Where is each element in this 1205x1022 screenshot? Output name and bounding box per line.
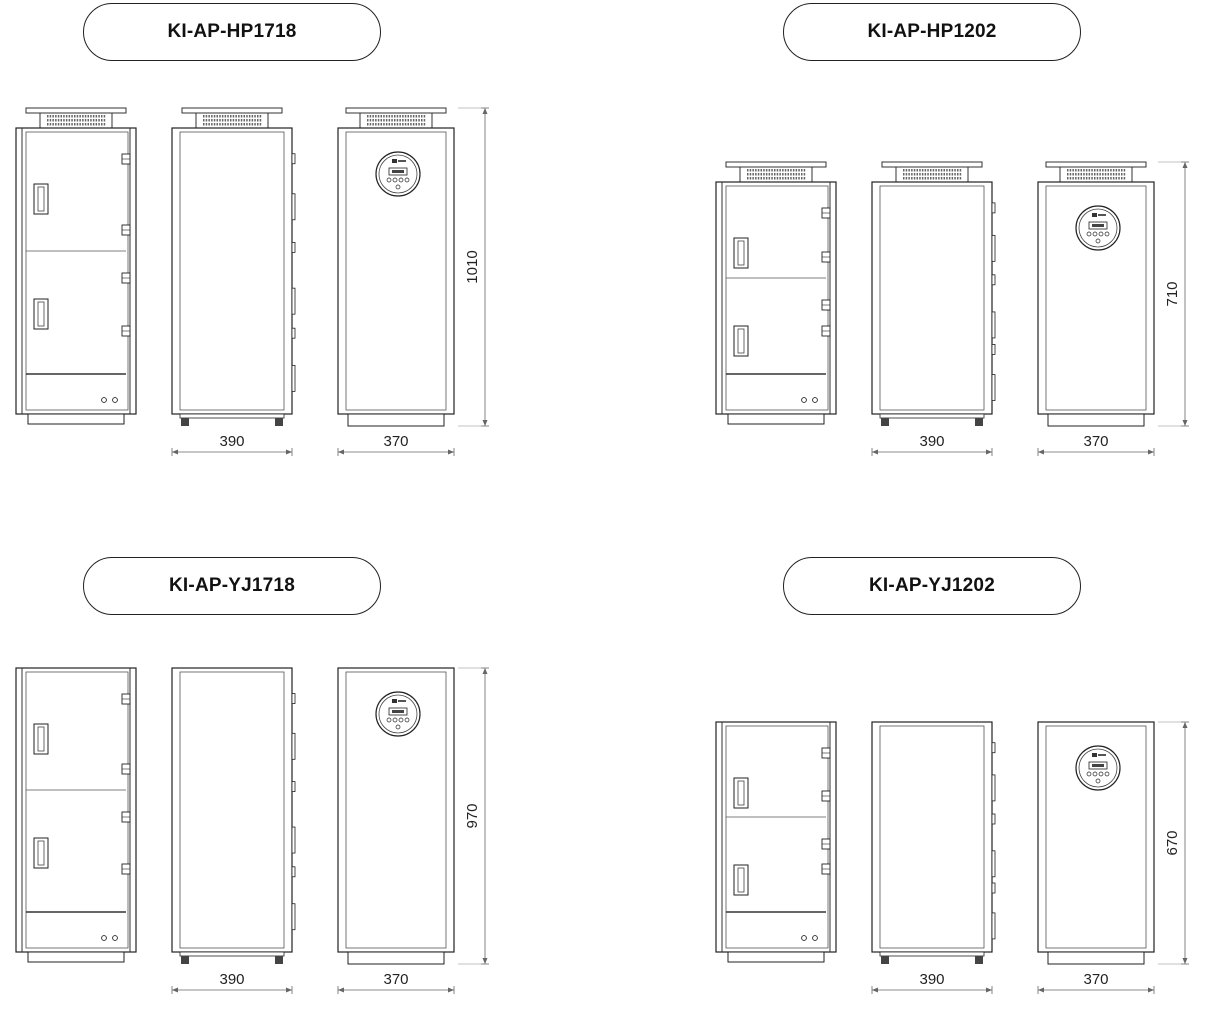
handle-upper [733, 777, 749, 809]
height-dimension: 1010 [464, 250, 481, 283]
front-view [715, 161, 837, 425]
model-title: KI-AP-HP1718 [83, 3, 381, 61]
side-view [871, 721, 996, 964]
dimensions: 390 370 670 [871, 721, 1189, 994]
depth-dimension: 370 [383, 433, 408, 450]
model-title: KI-AP-HP1202 [783, 3, 1081, 61]
control-panel [375, 691, 421, 737]
depth-dimension: 370 [383, 971, 408, 988]
front-view [715, 721, 837, 963]
width-dimension: 390 [219, 971, 244, 988]
dimensions: 390 370 970 [171, 667, 489, 994]
width-dimension: 390 [919, 433, 944, 450]
control-panel [1075, 745, 1121, 791]
height-dimension: 970 [464, 803, 481, 828]
dimensions: 390 370 1010 [171, 107, 489, 456]
dimensions: 390 370 710 [871, 161, 1189, 456]
depth-dimension: 370 [1083, 971, 1108, 988]
fan-grill [203, 115, 262, 126]
handle-lower [33, 837, 49, 869]
rear-view [1037, 161, 1155, 427]
fan-grill [747, 169, 806, 180]
model-title: KI-AP-YJ1718 [83, 557, 381, 615]
fan-grill [903, 169, 962, 180]
side-view [871, 161, 996, 426]
rear-view [1037, 721, 1155, 965]
fan-grill [1067, 169, 1126, 180]
handle-upper [733, 237, 749, 269]
model-title: KI-AP-YJ1202 [783, 557, 1081, 615]
handle-upper [33, 723, 49, 755]
front-view [15, 667, 137, 963]
width-dimension: 390 [919, 971, 944, 988]
handle-lower [33, 298, 49, 330]
width-dimension: 390 [219, 433, 244, 450]
height-dimension: 670 [1164, 830, 1181, 855]
rear-view [337, 667, 455, 965]
front-view [15, 107, 137, 425]
height-dimension: 710 [1164, 281, 1181, 306]
handle-lower [733, 864, 749, 896]
handle-lower [733, 325, 749, 357]
depth-dimension: 370 [1083, 433, 1108, 450]
fan-grill [367, 115, 426, 126]
rear-view [337, 107, 455, 427]
control-panel [1075, 205, 1121, 251]
fan-grill [47, 115, 106, 126]
side-view [171, 667, 296, 964]
side-view [171, 107, 296, 426]
control-panel [375, 151, 421, 197]
handle-upper [33, 183, 49, 215]
